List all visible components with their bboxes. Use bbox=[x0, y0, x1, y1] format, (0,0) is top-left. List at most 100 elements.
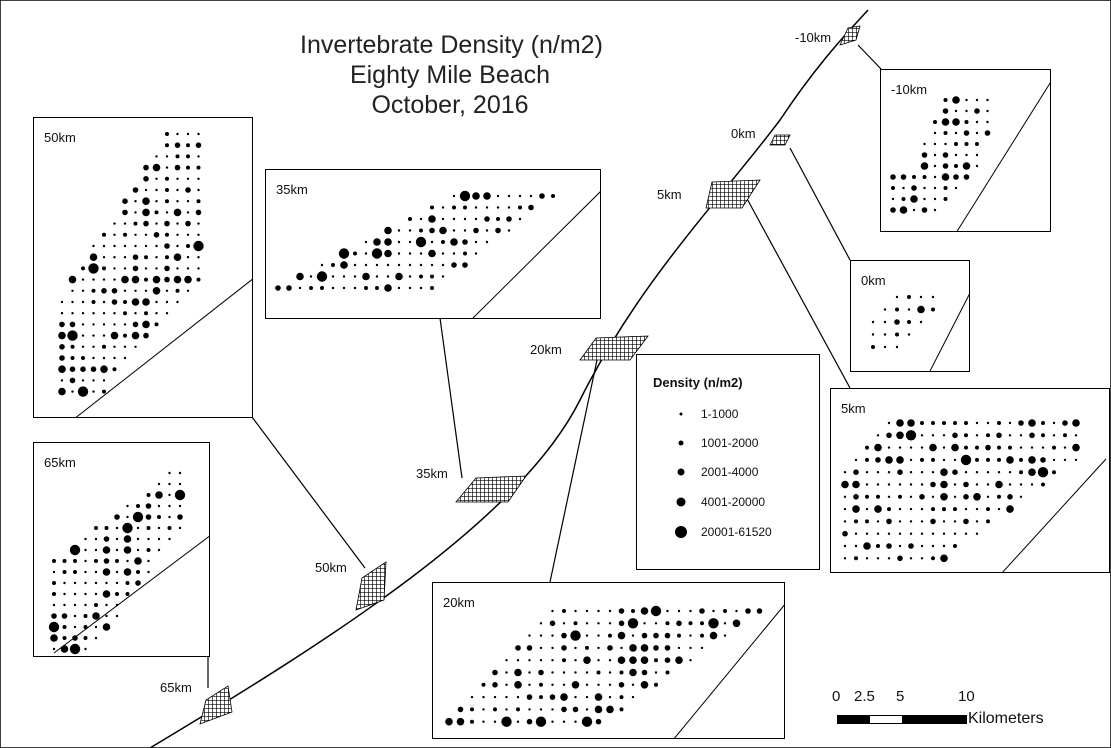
density-point bbox=[953, 458, 957, 462]
density-point bbox=[482, 695, 485, 699]
density-point bbox=[1052, 434, 1056, 437]
density-point bbox=[933, 120, 937, 124]
density-point bbox=[852, 480, 860, 489]
density-point bbox=[84, 581, 87, 585]
density-point bbox=[887, 507, 891, 512]
density-point bbox=[933, 142, 937, 146]
density-point bbox=[618, 608, 625, 614]
density-point bbox=[168, 471, 171, 475]
density-point bbox=[574, 646, 577, 650]
inset-dots-5 bbox=[841, 419, 1107, 572]
density-point bbox=[507, 206, 511, 209]
density-point bbox=[1008, 434, 1012, 437]
density-point bbox=[178, 526, 182, 530]
density-point bbox=[320, 263, 324, 267]
density-point bbox=[943, 197, 948, 201]
density-point bbox=[373, 238, 381, 246]
density-point bbox=[185, 220, 191, 227]
density-point bbox=[528, 671, 531, 674]
density-point bbox=[954, 186, 958, 190]
density-point bbox=[71, 312, 74, 315]
density-point bbox=[102, 300, 106, 304]
density-point bbox=[596, 670, 601, 675]
density-point bbox=[114, 514, 120, 520]
density-point bbox=[518, 194, 522, 198]
density-point bbox=[933, 153, 937, 157]
density-point bbox=[963, 130, 970, 136]
density-point bbox=[88, 263, 99, 274]
density-point bbox=[439, 226, 447, 235]
density-point bbox=[126, 515, 129, 519]
density-point bbox=[505, 683, 508, 686]
density-point bbox=[853, 494, 859, 500]
density-point bbox=[585, 708, 589, 711]
density-point bbox=[132, 321, 139, 328]
density-point bbox=[176, 267, 179, 270]
density-point bbox=[505, 708, 508, 711]
density-point bbox=[126, 559, 129, 563]
density-point bbox=[59, 321, 65, 328]
density-point bbox=[168, 482, 171, 486]
density-point bbox=[102, 546, 111, 554]
density-point bbox=[67, 330, 78, 341]
density-point bbox=[986, 519, 990, 524]
density-point bbox=[898, 507, 902, 511]
legend-label-1: 1-1000 bbox=[701, 407, 739, 421]
density-point bbox=[197, 155, 200, 158]
density-point bbox=[123, 244, 127, 248]
density-point bbox=[943, 131, 948, 135]
density-point bbox=[886, 432, 892, 439]
density-point bbox=[456, 717, 465, 726]
scale-tick-10: 10 bbox=[958, 688, 975, 705]
density-point bbox=[887, 483, 891, 486]
density-point bbox=[573, 621, 578, 626]
density-point bbox=[483, 192, 491, 200]
density-point bbox=[176, 300, 179, 304]
legend-symbol-3 bbox=[671, 461, 691, 483]
density-point bbox=[551, 609, 554, 613]
density-point bbox=[331, 263, 335, 267]
density-point bbox=[585, 695, 589, 699]
density-point bbox=[1019, 457, 1023, 462]
density-point bbox=[942, 544, 946, 548]
density-point bbox=[452, 252, 456, 255]
density-point bbox=[843, 520, 847, 523]
density-point bbox=[891, 186, 895, 190]
density-point bbox=[965, 98, 968, 102]
density-point bbox=[627, 618, 639, 629]
density-point bbox=[353, 263, 357, 267]
density-point bbox=[115, 592, 119, 596]
density-point bbox=[146, 548, 151, 552]
location-label-65: 65km bbox=[160, 680, 192, 695]
density-point bbox=[142, 298, 150, 306]
density-point bbox=[102, 590, 111, 598]
density-point bbox=[539, 193, 545, 199]
inset-dots-65 bbox=[48, 471, 209, 655]
density-point bbox=[384, 284, 392, 292]
density-point bbox=[144, 289, 148, 292]
density-point bbox=[887, 471, 891, 474]
density-point bbox=[165, 188, 169, 192]
density-point bbox=[102, 389, 106, 394]
scale-tick-0: 0 bbox=[832, 688, 841, 705]
density-point bbox=[942, 421, 946, 425]
density-point bbox=[560, 693, 568, 701]
density-point bbox=[134, 312, 137, 315]
density-point bbox=[395, 272, 403, 281]
density-point bbox=[353, 275, 357, 278]
density-point bbox=[113, 356, 116, 360]
density-point bbox=[865, 519, 869, 524]
density-point bbox=[920, 434, 924, 437]
density-point bbox=[931, 495, 935, 498]
density-point bbox=[528, 708, 531, 711]
density-point bbox=[472, 192, 480, 200]
density-point bbox=[1019, 434, 1023, 437]
density-point bbox=[1028, 456, 1036, 464]
density-point bbox=[539, 659, 543, 662]
density-point bbox=[122, 209, 128, 216]
inset-coastline bbox=[472, 191, 600, 318]
density-point bbox=[132, 254, 139, 260]
map-title: Invertebrate Density (n/m2) Eighty Mile … bbox=[300, 30, 603, 120]
density-point bbox=[445, 717, 453, 726]
location-label-m10: -10km bbox=[795, 30, 832, 45]
